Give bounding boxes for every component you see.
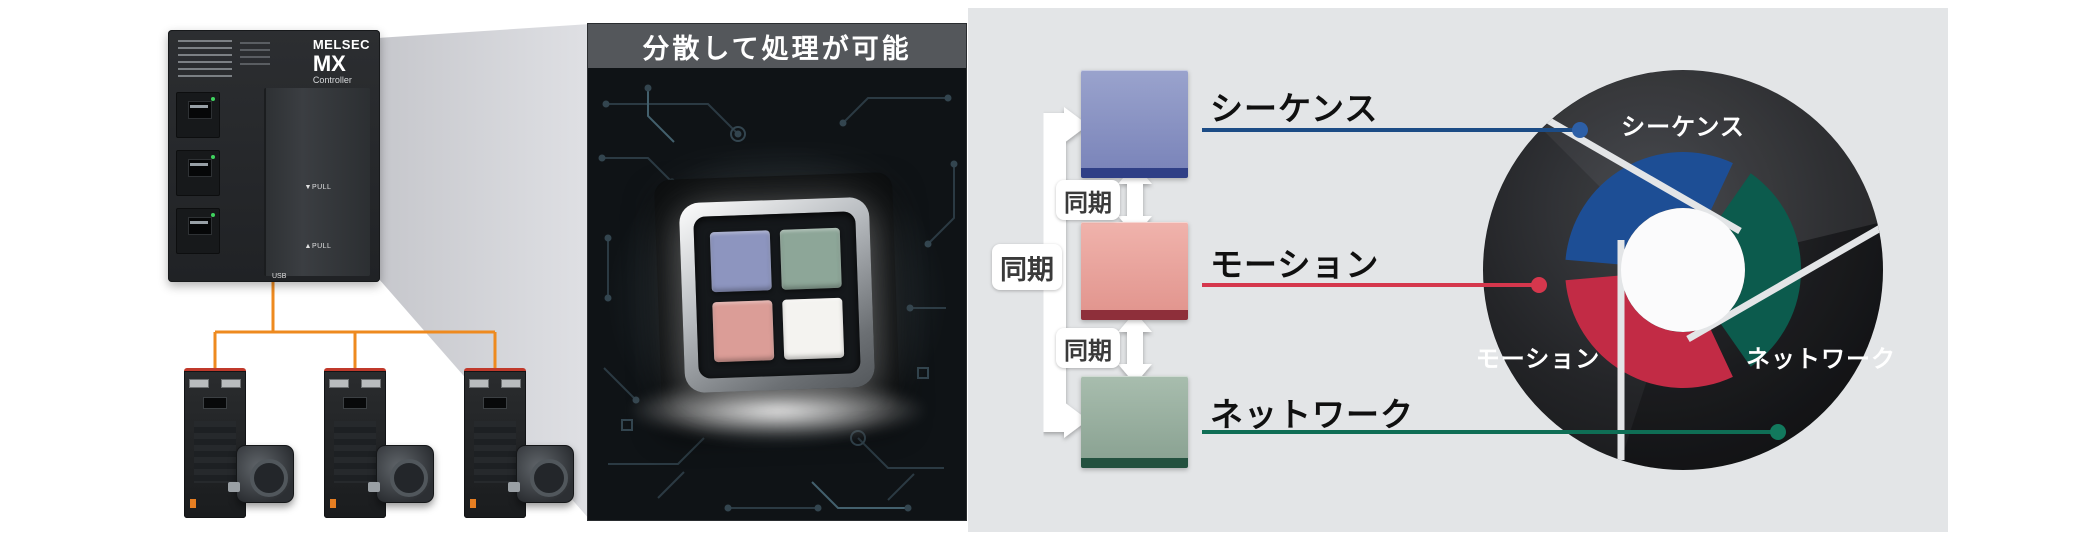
drive-connector bbox=[501, 379, 521, 388]
drive-connector bbox=[469, 379, 489, 388]
function-wheel bbox=[1483, 70, 1883, 470]
chip-tile-sequence bbox=[709, 230, 772, 293]
network-dot bbox=[1770, 424, 1786, 440]
wheel-center-hole bbox=[1621, 208, 1745, 332]
chip-tile-network bbox=[779, 227, 842, 290]
sync-pair-top-label: 同期 bbox=[1056, 180, 1120, 220]
servo-motor bbox=[368, 445, 434, 503]
circuit-traces bbox=[602, 97, 955, 509]
bracket-arrowhead-bottom bbox=[1064, 402, 1088, 438]
port-led bbox=[211, 155, 215, 159]
wheel-arc-sequence bbox=[1565, 152, 1733, 265]
plc-brand-name: MELSEC bbox=[312, 37, 370, 52]
processing-zoom-panel: 分散して処理が可能 bbox=[588, 24, 966, 520]
wheel-sequence-label: シーケンス bbox=[1621, 114, 1745, 141]
wheel-network-label: ネットワーク bbox=[1746, 346, 1896, 373]
drive-connector bbox=[221, 379, 241, 388]
chip-tile-motion bbox=[712, 300, 775, 363]
cpu-chip bbox=[678, 196, 876, 394]
servo-motor bbox=[508, 445, 574, 503]
drive-connector bbox=[329, 379, 349, 388]
sync-double-arrows bbox=[1118, 164, 1152, 384]
wheel-arc-motion bbox=[1565, 275, 1733, 388]
drive-led bbox=[330, 499, 336, 508]
motion-box bbox=[1081, 222, 1188, 320]
drive-display bbox=[203, 397, 227, 409]
drive-vents bbox=[334, 421, 376, 483]
plc-port-column bbox=[176, 92, 222, 266]
plc-pull-top-label: ▼PULL bbox=[304, 184, 332, 191]
plc-series-name: MX bbox=[312, 51, 346, 77]
double-arrow-icon bbox=[1118, 164, 1152, 236]
sequence-label: シーケンス bbox=[1210, 90, 1379, 127]
zoom-panel-title: 分散して処理が可能 bbox=[588, 24, 966, 68]
plc-front-door: ▼PULL ▲PULL bbox=[264, 88, 370, 276]
chip-tile-spare bbox=[782, 297, 845, 360]
port-led bbox=[211, 97, 215, 101]
servo-drive bbox=[184, 368, 294, 518]
wheel-arc-network bbox=[1718, 173, 1802, 367]
drive-led bbox=[470, 499, 476, 508]
network-box bbox=[1081, 376, 1188, 468]
drive-connector bbox=[189, 379, 209, 388]
plc-pull-bottom-label: ▲PULL bbox=[304, 243, 332, 250]
drive-display bbox=[343, 397, 367, 409]
motion-dot bbox=[1531, 277, 1547, 293]
servo-drive bbox=[324, 368, 434, 518]
drive-connector bbox=[361, 379, 381, 388]
wheel-motion-label: モーション bbox=[1475, 346, 1601, 373]
flow-wheel-graphic bbox=[1042, 70, 1883, 470]
drive-led bbox=[190, 499, 196, 508]
sync-pair-bottom-label: 同期 bbox=[1056, 328, 1120, 368]
port-led bbox=[211, 213, 215, 217]
drive-vents bbox=[194, 421, 236, 483]
bracket-arrowhead-top bbox=[1064, 107, 1088, 143]
sync-main-label: 同期 bbox=[992, 244, 1062, 290]
connector-lines bbox=[1202, 128, 1778, 434]
cpu-chip-face bbox=[693, 211, 861, 379]
plc-controller: MELSEC MX Controller ▼PULL ▲PULL USB bbox=[168, 30, 380, 282]
plc-led-legend bbox=[178, 40, 232, 80]
drive-display bbox=[483, 397, 507, 409]
sequence-dot bbox=[1572, 122, 1588, 138]
plc-usb-label: USB bbox=[272, 273, 287, 280]
plc-brand-block: MELSEC MX Controller bbox=[312, 37, 370, 86]
motion-label: モーション bbox=[1210, 246, 1380, 283]
servo-drive bbox=[464, 368, 574, 518]
ethernet-port bbox=[176, 92, 220, 138]
drive-vents bbox=[474, 421, 516, 483]
servo-motor bbox=[228, 445, 294, 503]
sequence-box bbox=[1081, 70, 1188, 178]
circuit-accent-traces bbox=[647, 88, 908, 509]
plc-type-name: Controller bbox=[312, 75, 352, 86]
ethernet-port bbox=[176, 150, 220, 196]
ethernet-port bbox=[176, 208, 220, 254]
sync-diagram-panel: シーケンス モーション ネットワーク 同期 同期 同期 シーケンス モーション … bbox=[968, 8, 1948, 532]
plc-status-legend bbox=[240, 42, 270, 70]
network-label: ネットワーク bbox=[1210, 396, 1414, 433]
